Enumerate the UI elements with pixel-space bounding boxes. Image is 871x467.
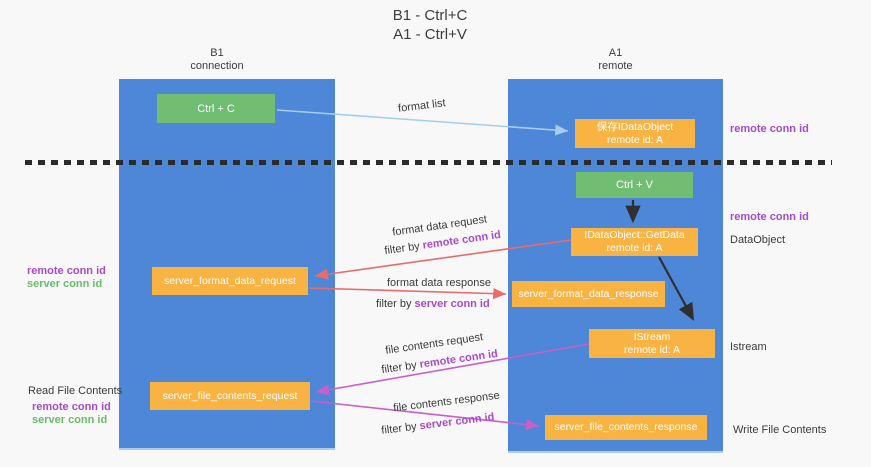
server-file-contents-response-box: server_file_contents_response bbox=[545, 415, 707, 440]
filter-by-prefix: filter by bbox=[380, 358, 421, 377]
ctrl-c-action-box: Ctrl + C bbox=[157, 94, 275, 123]
remote-conn-id-filter: remote conn id bbox=[418, 347, 499, 371]
format-data-response-label: format data response bbox=[387, 277, 491, 289]
legend-bottom-remote-conn-id: remote conn id bbox=[32, 401, 111, 413]
istream-annotation: Istream bbox=[730, 341, 767, 353]
server-format-data-request-box: server_format_data_request bbox=[152, 267, 308, 295]
read-file-contents-annotation: Read File Contents bbox=[28, 385, 123, 397]
save-dataobject-line1: 保存IDataObject bbox=[596, 120, 674, 133]
server-conn-id-filter: server conn id bbox=[414, 298, 490, 310]
title-line-1: B1 - Ctrl+C bbox=[392, 7, 468, 24]
ctrl-v-action-box: Ctrl + V bbox=[576, 172, 693, 198]
legend-mid-remote-conn-id: remote conn id bbox=[27, 265, 106, 277]
filter-by-prefix: filter by bbox=[383, 239, 424, 258]
write-file-contents-annotation: Write File Contents bbox=[733, 424, 827, 436]
format-data-response-filter: filter by server conn id bbox=[376, 298, 490, 310]
istream-line1: IStream bbox=[633, 330, 671, 343]
ctrl-v-label: Ctrl + V bbox=[616, 179, 653, 191]
remote-conn-id-annotation-top: remote conn id bbox=[730, 123, 809, 135]
diagram-title: B1 - Ctrl+C A1 - Ctrl+V bbox=[0, 6, 860, 44]
legend-mid-server-conn-id: server conn id bbox=[27, 278, 103, 290]
getdata-box: IDataObject::GetData remote id: A bbox=[571, 228, 698, 256]
istream-line2: remote id: A bbox=[623, 343, 681, 356]
server-file-contents-request-box: server_file_contents_request bbox=[150, 382, 310, 410]
legend-bottom: remote conn id server conn id bbox=[32, 401, 111, 427]
legend-mid: remote conn id server conn id bbox=[27, 265, 106, 291]
lifeline-role-a1: remote bbox=[598, 60, 633, 72]
filter-by-prefix: filter by bbox=[376, 298, 415, 310]
getdata-line1: IDataObject::GetData bbox=[584, 229, 685, 241]
save-dataobject-box: 保存IDataObject remote id: A bbox=[575, 119, 695, 148]
server-file-contents-response-label: server_file_contents_response bbox=[554, 421, 698, 433]
legend-bottom-server-conn-id: server conn id bbox=[32, 414, 108, 426]
lifeline-name-b1: B1 bbox=[210, 47, 224, 59]
remote-conn-id-annotation-mid: remote conn id bbox=[730, 211, 809, 223]
server-format-data-response-label: server_format_data_response bbox=[518, 287, 659, 300]
lifeline-role-b1: connection bbox=[190, 60, 244, 72]
server-conn-id-filter: server conn id bbox=[418, 411, 496, 433]
save-dataobject-line2: remote id: A bbox=[606, 133, 664, 146]
lifeline-header-a1: A1 remote bbox=[508, 47, 723, 73]
lifeline-name-a1: A1 bbox=[608, 47, 623, 59]
dataobject-annotation: DataObject bbox=[730, 234, 786, 246]
server-file-contents-request-label: server_file_contents_request bbox=[162, 389, 298, 402]
istream-box: IStream remote id: A bbox=[589, 329, 715, 358]
ctrl-c-label: Ctrl + C bbox=[197, 102, 235, 115]
filter-by-prefix: filter by bbox=[380, 420, 421, 437]
server-format-data-response-box: server_format_data_response bbox=[512, 281, 665, 307]
lifeline-header-b1: B1 connection bbox=[109, 47, 325, 73]
title-line-2: A1 - Ctrl+V bbox=[393, 26, 467, 43]
server-format-data-request-label: server_format_data_request bbox=[164, 274, 296, 287]
file-contents-response-label: file contents response bbox=[392, 389, 501, 415]
section-divider-dashed-line bbox=[25, 160, 832, 165]
file-contents-response-filter: filter by server conn id bbox=[381, 411, 495, 437]
format-list-label: format list bbox=[397, 97, 447, 115]
getdata-line2: remote id: A bbox=[606, 242, 663, 254]
